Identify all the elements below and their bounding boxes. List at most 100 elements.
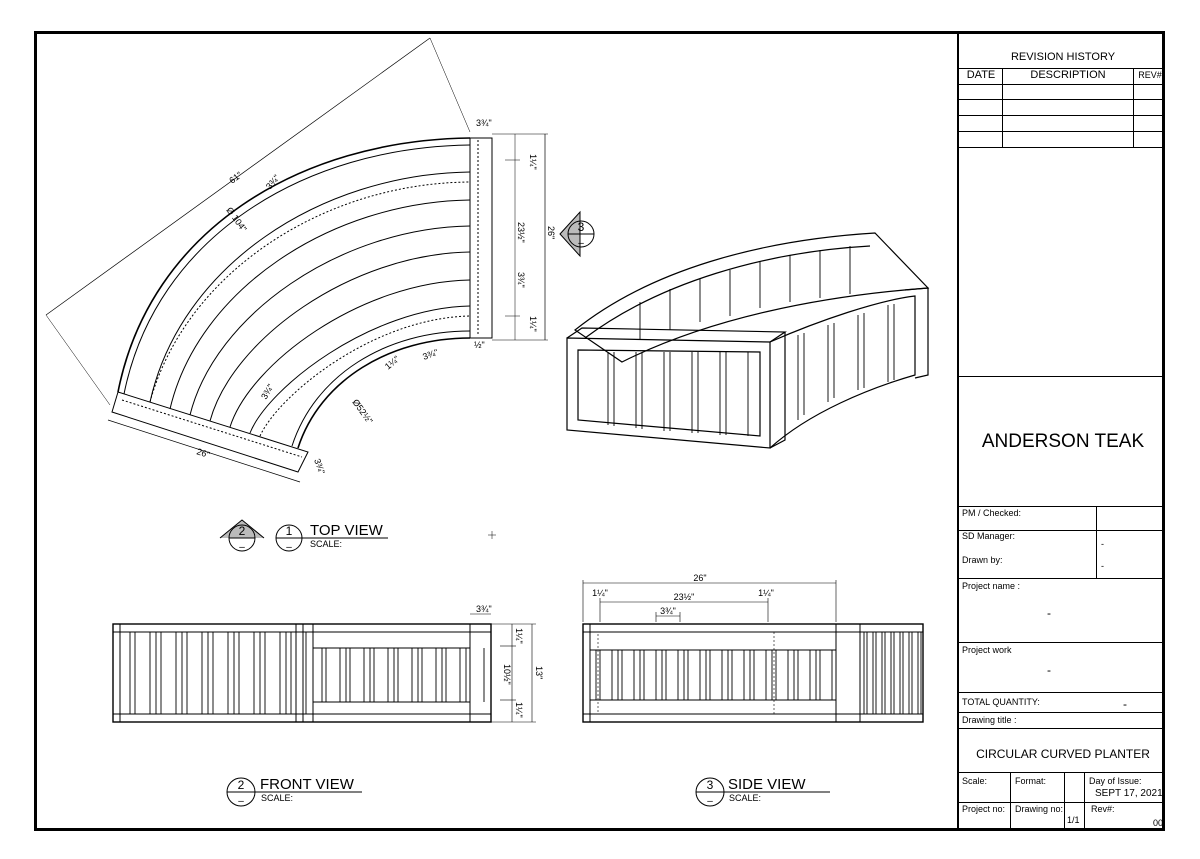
front-view-slats bbox=[129, 632, 485, 714]
rule bbox=[1084, 772, 1085, 831]
drawn-by-value: - bbox=[1101, 561, 1104, 571]
dim-side-23-half: 23½" bbox=[674, 592, 695, 602]
day-of-issue-label: Day of Issue: bbox=[1089, 776, 1142, 786]
iso-curved-panel bbox=[769, 295, 916, 449]
rule bbox=[957, 728, 1165, 729]
rule bbox=[957, 376, 1165, 377]
front-view-title: FRONT VIEW bbox=[260, 776, 355, 793]
dim-top-3q-e: 3¾" bbox=[259, 382, 276, 401]
rule bbox=[957, 642, 1165, 643]
top-view-inner-arc bbox=[297, 337, 471, 449]
total-quantity-label: TOTAL QUANTITY: bbox=[962, 697, 1040, 707]
rule bbox=[957, 802, 1165, 803]
dim-top-61: 61" bbox=[227, 170, 244, 186]
top-view-outer-arc bbox=[117, 137, 471, 393]
rev-col-description: DESCRIPTION bbox=[1030, 69, 1106, 81]
drawing-border bbox=[34, 31, 1165, 831]
rule bbox=[957, 712, 1165, 713]
top-view-callout bbox=[219, 519, 388, 552]
dim-top-1-1q-c: 1¼" bbox=[383, 354, 401, 372]
front-view-outline bbox=[112, 623, 492, 723]
front-view-number: 2 bbox=[238, 778, 245, 792]
sd-manager-value: - bbox=[1101, 539, 1104, 549]
rule bbox=[957, 115, 1165, 116]
project-name-label: Project name : bbox=[962, 581, 1021, 591]
sd-manager-label: SD Manager: bbox=[962, 531, 1016, 541]
dim-front-3q: 3¾" bbox=[476, 604, 492, 614]
title-block: REVISION HISTORY DATE DESCRIPTION REV# A… bbox=[957, 31, 1165, 831]
project-name-value: - bbox=[1047, 606, 1051, 620]
dim-top-3q-a: 3¾" bbox=[264, 173, 282, 191]
top-view-scale: SCALE: bbox=[310, 539, 342, 549]
drawing-no-value: 1/1 bbox=[1067, 815, 1080, 825]
drawing-no-label: Drawing no: bbox=[1015, 804, 1064, 814]
rule bbox=[957, 692, 1165, 693]
pm-checked-label: PM / Checked: bbox=[962, 508, 1022, 518]
rule bbox=[957, 578, 1165, 579]
dim-top-23-half: 23½" bbox=[516, 222, 526, 243]
side-view-drawing bbox=[582, 623, 924, 723]
drawing-title-value: CIRCULAR CURVED PLANTER bbox=[976, 747, 1150, 761]
side-view-number: 3 bbox=[707, 778, 714, 792]
rule bbox=[957, 530, 1165, 531]
side-view-callout bbox=[695, 777, 830, 807]
dim-front-10-half: 10½" bbox=[502, 664, 512, 685]
dim-side-3q: 3¾" bbox=[660, 606, 676, 616]
top-view-title: TOP VIEW bbox=[310, 522, 384, 539]
ref-triangle-2 bbox=[219, 519, 265, 539]
rule bbox=[1002, 68, 1003, 147]
dim-front-13: 13" bbox=[534, 666, 544, 679]
drawn-by-label: Drawn by: bbox=[962, 555, 1003, 565]
dim-front-1-1q-b: 1¼" bbox=[514, 702, 524, 718]
top-view-end-panel-left bbox=[111, 391, 309, 473]
dim-side-1-1q-a: 1¼" bbox=[592, 588, 608, 598]
side-view-dash: – bbox=[707, 796, 713, 807]
dim-top-3q-b: 3¾" bbox=[476, 118, 492, 128]
dim-side-1-1q-b: 1¼" bbox=[758, 588, 774, 598]
rule bbox=[957, 506, 1165, 507]
top-view-ref-dash: – bbox=[239, 542, 245, 553]
rule bbox=[1096, 506, 1097, 578]
rule bbox=[957, 84, 1165, 85]
issue-date-value: SEPT 17, 2021 bbox=[1095, 788, 1163, 799]
dim-top-dia-inner: Ø52½" bbox=[350, 397, 374, 425]
top-view-end-panel-right bbox=[469, 137, 493, 339]
rule bbox=[957, 99, 1165, 100]
dim-top-26-bottom: 26" bbox=[195, 446, 211, 460]
dim-top-half: ½" bbox=[474, 340, 485, 350]
rule bbox=[957, 772, 1165, 773]
format-label: Format: bbox=[1015, 776, 1047, 786]
dim-side-26: 26" bbox=[693, 573, 706, 583]
rule bbox=[1133, 68, 1134, 147]
dim-top-3q-d: 3¾" bbox=[421, 347, 439, 362]
scale-label: Scale: bbox=[962, 776, 988, 786]
rule bbox=[1010, 772, 1011, 831]
side-view-title: SIDE VIEW bbox=[728, 776, 806, 793]
iso-front-panel bbox=[566, 337, 771, 449]
total-quantity-value: - bbox=[1123, 697, 1127, 711]
callout-3-number: 3 bbox=[578, 220, 585, 234]
front-view-callout bbox=[226, 777, 362, 807]
project-work-label: Project work bbox=[962, 645, 1012, 655]
top-view-ref-number: 2 bbox=[239, 524, 246, 538]
dim-front-1-1q-a: 1¼" bbox=[514, 628, 524, 644]
dim-top-dia-outer: Ø 104" bbox=[224, 205, 248, 233]
rev-col-rev: REV# bbox=[1138, 70, 1162, 80]
dim-top-3q-f: 3¾" bbox=[312, 457, 327, 475]
isometric-view-drawing bbox=[566, 232, 930, 449]
top-view-number: 1 bbox=[286, 524, 293, 538]
iso-slats bbox=[607, 246, 895, 436]
front-view-drawing bbox=[112, 623, 492, 723]
dim-top-3q-c: 3¾" bbox=[516, 272, 526, 288]
rule bbox=[1064, 772, 1065, 831]
side-view-scale: SCALE: bbox=[729, 793, 761, 803]
dim-top-1-1q-b: 1¼" bbox=[528, 316, 538, 332]
project-no-label: Project no: bbox=[962, 804, 1006, 814]
callout-3-dash: – bbox=[578, 238, 584, 249]
revision-history-heading: REVISION HISTORY bbox=[1010, 51, 1116, 63]
rule bbox=[957, 68, 1165, 69]
callout-3-isometric bbox=[559, 210, 595, 258]
top-view-dash: – bbox=[286, 542, 292, 553]
rev-col-date: DATE bbox=[966, 69, 996, 81]
